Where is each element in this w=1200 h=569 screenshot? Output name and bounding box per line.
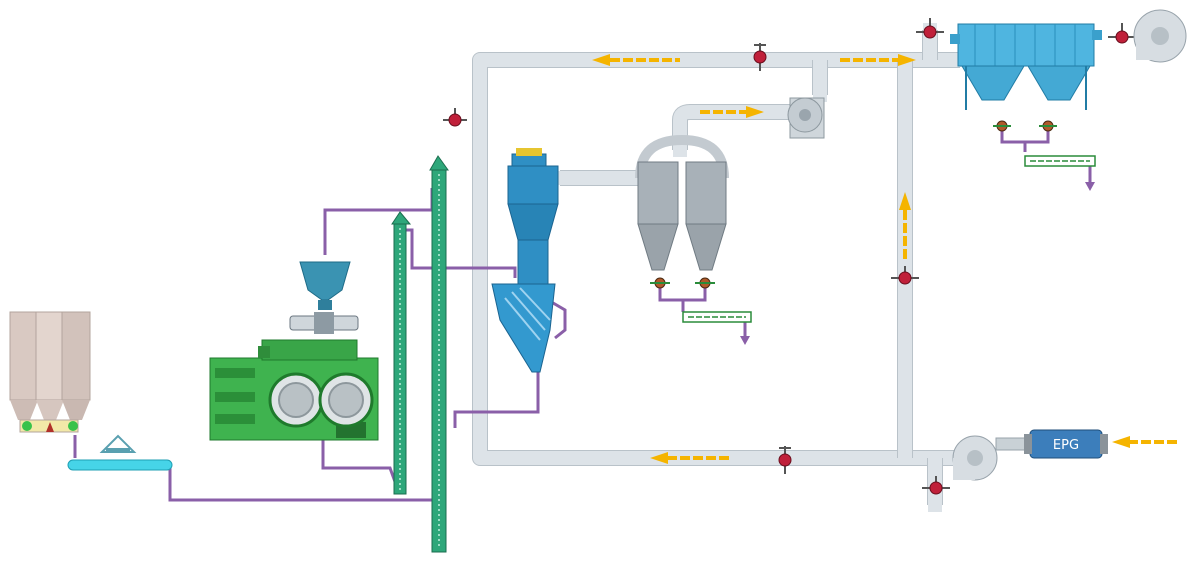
screw-conveyor-icon (682, 311, 752, 323)
bucket-elevator-icon (429, 155, 449, 553)
flow-arrow-icon (592, 54, 680, 66)
epg-label: EPG (1053, 438, 1079, 453)
fan-icon (952, 435, 1037, 481)
butterfly-valve-icon (922, 476, 950, 495)
fan-icon (787, 97, 825, 139)
butterfly-valve-icon (443, 108, 467, 127)
screw-conveyor-icon (1024, 155, 1096, 167)
gas-pipe-loop (472, 23, 967, 512)
butterfly-valve-icon (916, 18, 944, 39)
butterfly-valve-icon (891, 266, 919, 285)
v-separator-icon (491, 148, 559, 373)
flow-arrow-icon (899, 192, 911, 262)
roller-press-icon (209, 261, 379, 441)
bucket-elevator-icon (391, 211, 412, 495)
screw-conveyor-icon (67, 434, 173, 471)
cyclone-icon (635, 134, 729, 289)
flow-arrow-icon (1112, 436, 1180, 448)
butterfly-valve-icon (778, 446, 792, 474)
butterfly-valve-icon (1108, 23, 1136, 44)
flow-arrow-icon (840, 54, 916, 66)
butterfly-valve-icon (753, 43, 767, 71)
flow-arrow-icon (650, 452, 730, 464)
hot-gas-generator-icon: EPG (1024, 429, 1108, 459)
flow-arrow-icon (700, 106, 764, 118)
bag-filter-icon (950, 23, 1102, 132)
fan-icon (1133, 9, 1187, 63)
silo-icon (9, 311, 91, 433)
